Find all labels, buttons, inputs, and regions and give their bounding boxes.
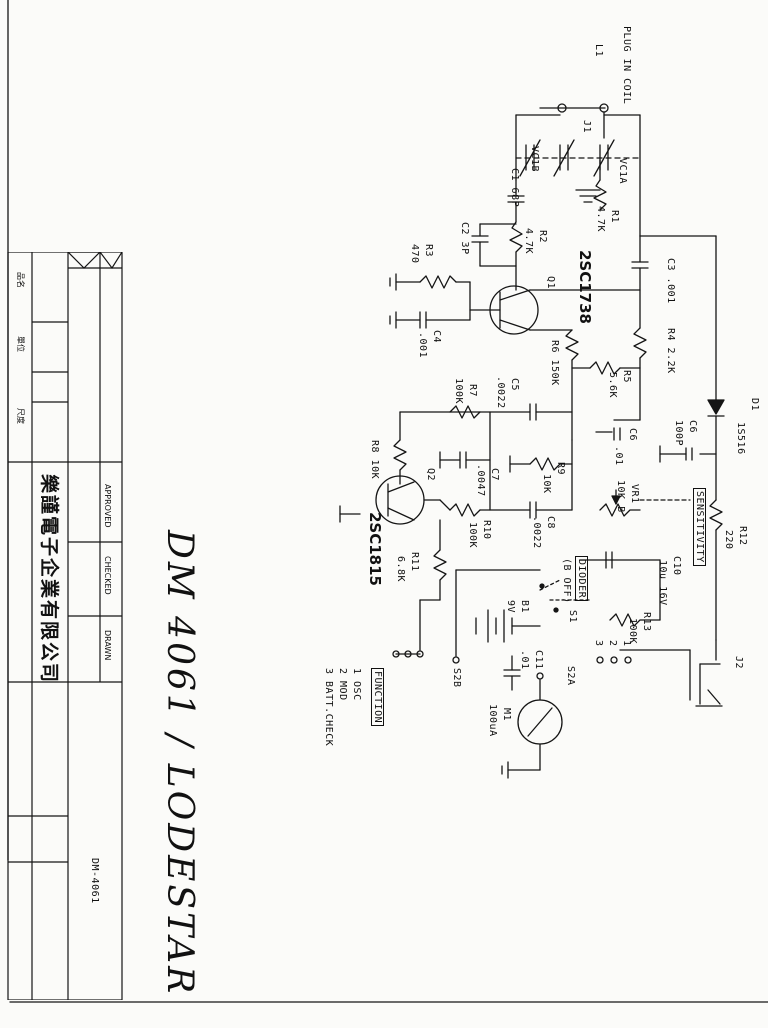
label-r5-value: 5.6K: [607, 372, 618, 399]
label-dioder: DIODER: [575, 556, 588, 602]
label-r8: R8 10K: [369, 440, 380, 480]
label-c8-value: .0022: [531, 516, 542, 549]
label-r6: R6 150K: [549, 340, 560, 386]
label-vr1: VR1: [629, 484, 640, 504]
label-r4: R4 2.2K: [665, 328, 676, 374]
label-b1: B1: [519, 600, 530, 614]
label-c6-value: .01: [613, 446, 624, 466]
label-pin-2: 2: [607, 640, 618, 647]
label-c1: C1 68P: [509, 168, 520, 208]
label-b1-value: 9V: [505, 600, 516, 614]
label-func-3: 3 BATT.CHECK: [323, 668, 334, 747]
label-c5-value: .0022: [495, 376, 506, 409]
label-c11-value: .01: [519, 650, 530, 670]
label-j2: J2: [733, 656, 744, 670]
label-r1-value: 4.7K: [595, 206, 606, 233]
label-d1: D1: [749, 398, 760, 412]
label-r11: R11: [409, 552, 420, 572]
label-dioder-sub: (B OFF): [561, 558, 572, 604]
label-q1: Q1: [545, 276, 556, 290]
label-r9: R9: [555, 462, 566, 476]
label-r12-value: 220: [723, 530, 734, 550]
label-r1: R1: [609, 210, 620, 224]
label-c4: C4: [431, 330, 442, 344]
label-c-100p: C6: [687, 420, 698, 434]
label-s2a: S2A: [565, 666, 576, 686]
label-q2: Q2: [425, 468, 436, 482]
label-r3: R3: [423, 244, 434, 258]
drawing-number: DM-4061: [89, 858, 100, 904]
label-c4-value: .001: [417, 332, 428, 359]
label-d1-type: 1S516: [735, 422, 746, 455]
label-unit: 單位: [16, 336, 25, 352]
label-s1: S1: [567, 610, 578, 624]
label-func-1: 1 OSC: [351, 668, 362, 701]
label-checked: CHECKED: [103, 556, 112, 595]
label-r11-value: 6.8K: [395, 556, 406, 583]
label-r2: R2: [537, 230, 548, 244]
label-c5: C5: [509, 378, 520, 392]
label-plug-in-coil: PLUG IN COIL: [621, 26, 632, 105]
label-c7-value: .0047: [475, 464, 486, 497]
label-c6: C6: [627, 428, 638, 442]
title-block-frame: [7, 252, 123, 1000]
label-approved: APPROVED: [103, 484, 112, 528]
label-sensitivity: SENSITIVITY: [693, 488, 706, 566]
label-pin-1: 1: [621, 640, 632, 647]
label-func-2: 2 MOD: [337, 668, 348, 701]
label-r13: R13: [641, 612, 652, 632]
label-r2-value: 4.7K: [523, 228, 534, 255]
label-c11: C11: [533, 650, 544, 670]
label-r7-value: 100K: [453, 378, 464, 405]
label-r9-value: 10K: [541, 474, 552, 494]
label-j1: J1: [581, 120, 592, 134]
label-c3: C3 .001: [665, 258, 676, 304]
label-l1: L1: [593, 44, 604, 58]
title-block: 樂謹電子企業有限公司 APPROVED CHECKED DRAWN DM-406…: [4, 252, 124, 1000]
label-c2: C2 3P: [459, 222, 470, 255]
label-vc1b: VC1B: [529, 146, 540, 173]
label-c10-value: 10u 16V: [657, 560, 668, 606]
company-name: 樂謹電子企業有限公司: [38, 474, 60, 685]
label-r10: R10: [481, 520, 492, 540]
label-r10-value: 100K: [467, 522, 478, 549]
label-q1-type: 2SC1738: [576, 250, 594, 324]
label-s2b: S2B: [451, 668, 462, 688]
label-scale: 尺度: [16, 408, 25, 424]
label-c8: C8: [545, 516, 556, 530]
label-function: FUNCTION: [371, 668, 384, 727]
label-c10: C10: [671, 556, 682, 576]
label-r3-value: 470: [409, 244, 420, 264]
label-m1-value: 100uA: [487, 704, 498, 737]
handwritten-title: DM 4061 / LODESTAR: [159, 530, 200, 997]
label-r5: R5: [621, 370, 632, 384]
label-drawn: DRAWN: [103, 630, 112, 661]
label-q2-type: 2SC1815: [366, 512, 384, 586]
label-vc1a: VC1A: [617, 158, 628, 185]
label-c-100p-value: 100P: [673, 420, 684, 447]
label-pin-3: 3: [593, 640, 604, 647]
label-m1: M1: [501, 708, 512, 722]
label-r12: R12: [737, 526, 748, 546]
label-vr1-value: 10K B: [615, 480, 626, 513]
label-c7: C7: [489, 468, 500, 482]
label-part-name: 品名: [16, 272, 25, 288]
label-r7: R7: [467, 384, 478, 398]
